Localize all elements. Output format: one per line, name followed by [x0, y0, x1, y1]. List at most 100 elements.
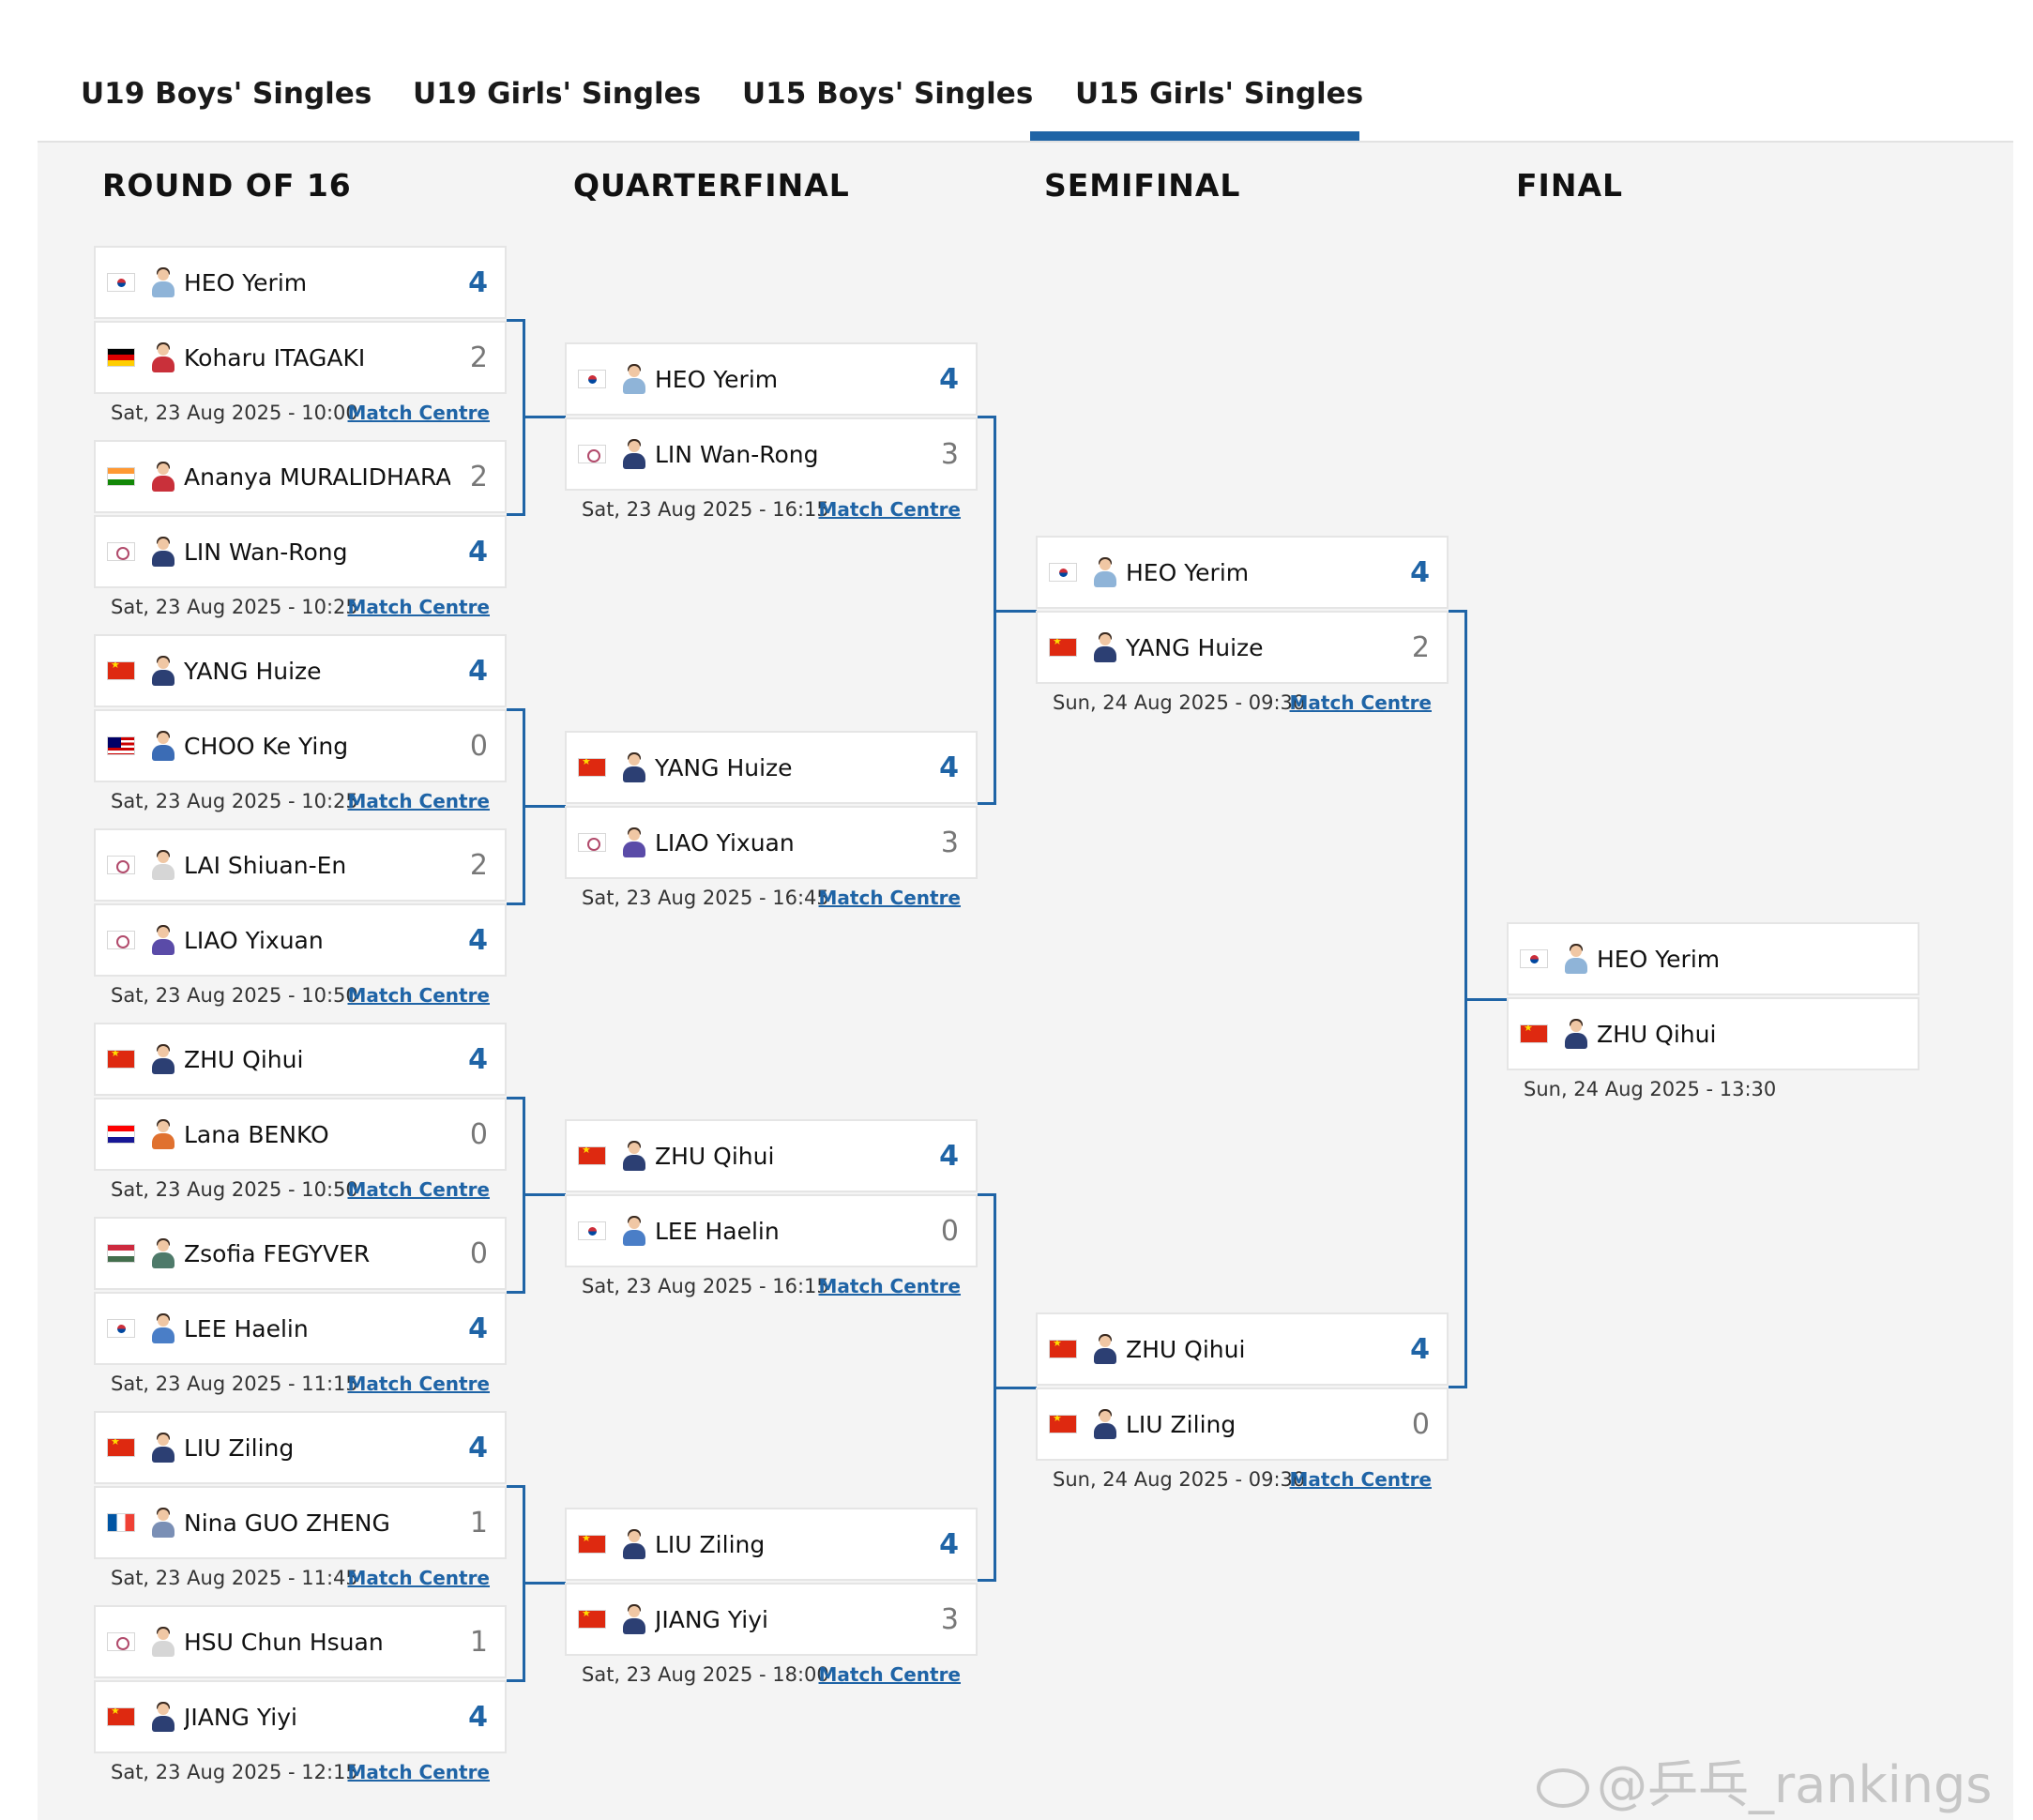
tab-u19-girls-singles[interactable]: U19 Girls' Singles: [413, 77, 702, 111]
player-avatar-icon: [150, 730, 176, 762]
match-centre-link[interactable]: Match Centre: [1289, 691, 1432, 714]
player-name: CHOO Ke Ying: [184, 732, 349, 760]
match-centre-link[interactable]: Match Centre: [347, 402, 490, 424]
flag-chinese-taipei-icon: [578, 445, 606, 463]
tab-u15-girls-singles[interactable]: U15 Girls' Singles: [1075, 77, 1364, 111]
flag-china-icon: [107, 1050, 135, 1069]
flag-chinese-taipei-icon: [107, 856, 135, 874]
player-name: JIANG Yiyi: [184, 1703, 297, 1731]
match-centre-link[interactable]: Match Centre: [347, 1178, 490, 1201]
tab-u15-boys-singles[interactable]: U15 Boys' Singles: [742, 77, 1034, 111]
match-date: Sat, 23 Aug 2025 - 16:45: [582, 887, 829, 909]
player-row[interactable]: HEO Yerim: [1507, 922, 1919, 995]
bracket-connector: [525, 1582, 566, 1585]
tab-u19-boys-singles[interactable]: U19 Boys' Singles: [81, 77, 372, 111]
bracket-connector: [507, 1097, 525, 1294]
player-name: LIAO Yixuan: [655, 828, 795, 857]
player-score: 1: [469, 1625, 488, 1659]
match-date: Sat, 23 Aug 2025 - 11:15: [111, 1373, 358, 1395]
match-date: Sat, 23 Aug 2025 - 10:50: [111, 1178, 358, 1201]
flag-china-icon: [1049, 638, 1077, 657]
match-centre-link[interactable]: Match Centre: [818, 887, 961, 909]
player-name: LIN Wan-Rong: [655, 440, 819, 468]
player-name: Lana BENKO: [184, 1120, 329, 1148]
flag-china-icon: [578, 1610, 606, 1629]
player-row[interactable]: HEO Yerim 4: [94, 246, 507, 319]
player-name: YANG Huize: [1126, 633, 1264, 661]
player-score: 4: [468, 1312, 488, 1345]
player-score: 4: [468, 535, 488, 569]
player-avatar-icon: [150, 1507, 176, 1539]
player-avatar-icon: [150, 536, 176, 568]
flag-korea-icon: [578, 370, 606, 388]
match-centre-link[interactable]: Match Centre: [818, 1663, 961, 1686]
player-row[interactable]: LIU Ziling 4: [565, 1508, 978, 1581]
match-centre-link[interactable]: Match Centre: [818, 498, 961, 521]
player-avatar-icon: [621, 438, 647, 470]
player-name: HEO Yerim: [655, 365, 779, 393]
bracket-connector: [1467, 998, 1508, 1001]
player-name: HEO Yerim: [184, 268, 308, 296]
player-row[interactable]: ZHU Qihui: [1507, 997, 1919, 1070]
player-name: ZHU Qihui: [1597, 1020, 1717, 1048]
bracket-connector: [525, 416, 566, 418]
player-name: LIU Ziling: [655, 1530, 766, 1558]
player-row[interactable]: JIANG Yiyi 4: [94, 1680, 507, 1753]
flag-china-icon: [107, 1438, 135, 1457]
player-row[interactable]: HEO Yerim 4: [565, 342, 978, 416]
match-date: Sun, 24 Aug 2025 - 09:30: [1053, 1468, 1306, 1491]
player-score: 4: [939, 362, 959, 396]
match-centre-link[interactable]: Match Centre: [347, 790, 490, 812]
flag-croatia-icon: [107, 1125, 135, 1144]
watermark-text: @乒乓_rankings: [1597, 1755, 1993, 1814]
player-score: 4: [468, 1700, 488, 1734]
player-name: LIU Ziling: [1126, 1410, 1236, 1438]
match-centre-link[interactable]: Match Centre: [347, 1567, 490, 1589]
player-score: 2: [1411, 630, 1430, 664]
player-score: 4: [939, 1527, 959, 1561]
flag-china-icon: [578, 758, 606, 777]
player-row[interactable]: YANG Huize 2: [1036, 611, 1449, 684]
match-centre-link[interactable]: Match Centre: [347, 1373, 490, 1395]
player-score: 2: [469, 341, 488, 374]
flag-korea-icon: [107, 273, 135, 292]
match-centre-link[interactable]: Match Centre: [347, 984, 490, 1007]
player-score: 0: [940, 1214, 959, 1248]
player-score: 4: [468, 265, 488, 299]
player-score: 3: [940, 1602, 959, 1636]
match-centre-link[interactable]: Match Centre: [347, 1761, 490, 1783]
flag-france-icon: [107, 1513, 135, 1532]
match-centre-link[interactable]: Match Centre: [818, 1275, 961, 1297]
match-centre-link[interactable]: Match Centre: [347, 596, 490, 618]
flag-china-icon: [578, 1146, 606, 1165]
round-title-round-of-16: ROUND OF 16: [102, 167, 352, 204]
match-centre-link[interactable]: Match Centre: [1289, 1468, 1432, 1491]
